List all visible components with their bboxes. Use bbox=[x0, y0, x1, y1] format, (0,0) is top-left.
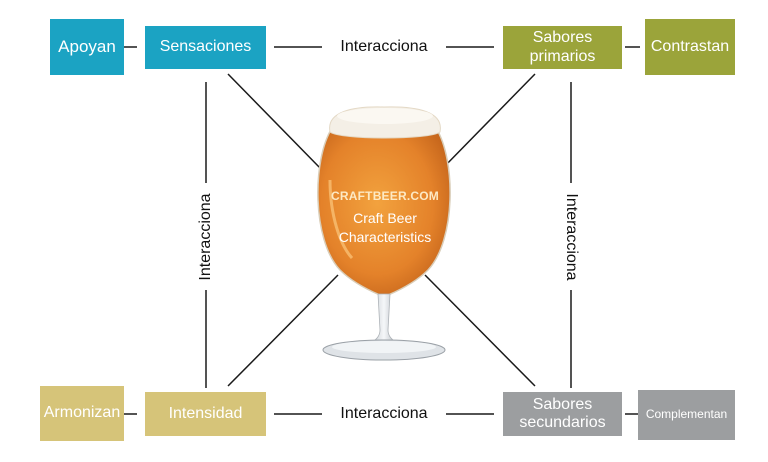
sabores-secundarios-box: Sabores secundarios bbox=[503, 392, 622, 436]
apoyan-box: Apoyan bbox=[50, 19, 124, 75]
sabores-primarios-label-1: Sabores bbox=[532, 29, 593, 47]
left-interacciona-label: Interacciona bbox=[197, 193, 214, 281]
diagonal-bottom-left bbox=[227, 274, 339, 387]
armonizan-box: Armonizan bbox=[40, 386, 124, 441]
complementan-label: Complementan bbox=[645, 407, 728, 422]
top-interacciona-label: Interacciona bbox=[340, 38, 428, 55]
right-interacciona-label: Interacciona bbox=[563, 193, 580, 281]
contrastan-label: Contrastan bbox=[650, 37, 730, 55]
diagonal-top-right bbox=[440, 73, 536, 171]
bottom-interacciona-label: Interacciona bbox=[340, 405, 428, 422]
sabores-secundarios-label-1: Sabores bbox=[532, 395, 593, 413]
intensidad-label: Intensidad bbox=[168, 404, 243, 422]
armonizan-label: Armonizan bbox=[43, 404, 121, 422]
sensaciones-label: Sensaciones bbox=[159, 38, 252, 56]
center-title-line2: Characteristics bbox=[338, 229, 432, 245]
sabores-primarios-label-2: primarios bbox=[529, 47, 596, 65]
center-logo: CRAFTBEER.COM bbox=[331, 189, 439, 203]
sabores-secundarios-label-2: secundarios bbox=[519, 414, 606, 431]
diagonal-bottom-right bbox=[424, 274, 536, 387]
diagonal-top-left bbox=[227, 73, 323, 171]
sensaciones-box: Sensaciones bbox=[145, 26, 266, 69]
complementan-box: Complementan bbox=[638, 390, 735, 440]
contrastan-box: Contrastan bbox=[645, 19, 735, 75]
center-title-line1: Craft Beer bbox=[353, 210, 417, 226]
intensidad-box: Intensidad bbox=[145, 392, 266, 436]
apoyan-label: Apoyan bbox=[58, 37, 116, 57]
sabores-primarios-box: Sabores primarios bbox=[503, 26, 622, 69]
